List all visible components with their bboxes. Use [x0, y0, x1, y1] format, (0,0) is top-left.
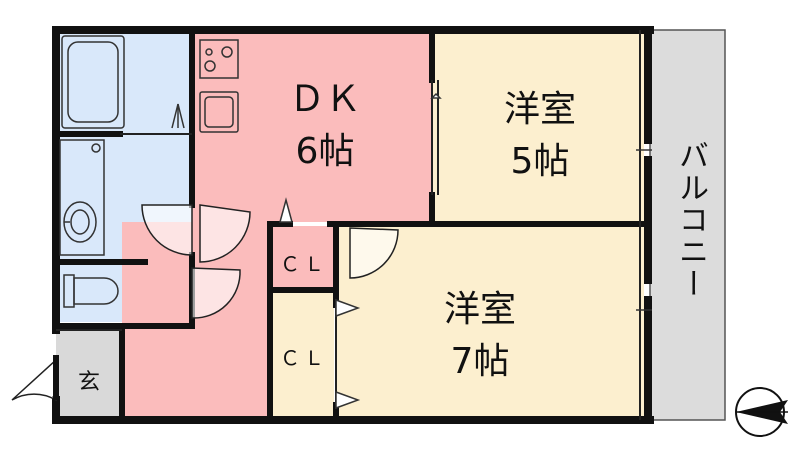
door-entrance	[11, 358, 57, 402]
western-room-1-size: 5帖	[510, 141, 570, 182]
interior-walls	[53, 29, 651, 423]
balcony-label: バルコニー	[673, 140, 708, 300]
bathtub-icon	[61, 35, 185, 129]
opening-markers	[279, 92, 442, 410]
toilet-icon	[63, 274, 119, 308]
dk-floor	[192, 32, 432, 222]
door-hallway	[199, 204, 251, 263]
north-arrow-icon	[735, 387, 788, 437]
door-toilet	[191, 267, 241, 319]
entrance-floor	[56, 330, 122, 417]
door-swings	[11, 204, 399, 402]
door-western-2	[349, 227, 399, 279]
window-markers	[636, 149, 652, 311]
stove-icon	[199, 39, 239, 79]
western-room-1-name: 洋室	[503, 89, 576, 130]
thin-partitions	[56, 30, 641, 420]
balcony-floor	[649, 29, 726, 421]
dk-size: 6帖	[295, 131, 355, 172]
western-room-1-label: 洋室 5帖	[480, 84, 600, 188]
entrance-label: 玄	[77, 370, 100, 395]
dk-label: ＤＫ 6帖	[270, 74, 380, 178]
washbasin-icon	[59, 139, 105, 256]
closet-1-floor	[272, 226, 334, 288]
dk-name: ＤＫ	[288, 79, 361, 120]
closet-1-label: ＣＬ	[280, 252, 328, 276]
western-room-1-floor	[432, 32, 644, 222]
closet-2-floor	[272, 292, 334, 417]
closet-2-label: ＣＬ	[280, 346, 328, 370]
western-room-2-size: 7帖	[450, 341, 510, 382]
door-wet-area	[141, 204, 193, 256]
kitchen-sink-icon	[199, 91, 239, 133]
western-room-2-name: 洋室	[443, 289, 516, 330]
outer-walls	[52, 26, 654, 424]
western-room-2-label: 洋室 7帖	[420, 284, 540, 388]
